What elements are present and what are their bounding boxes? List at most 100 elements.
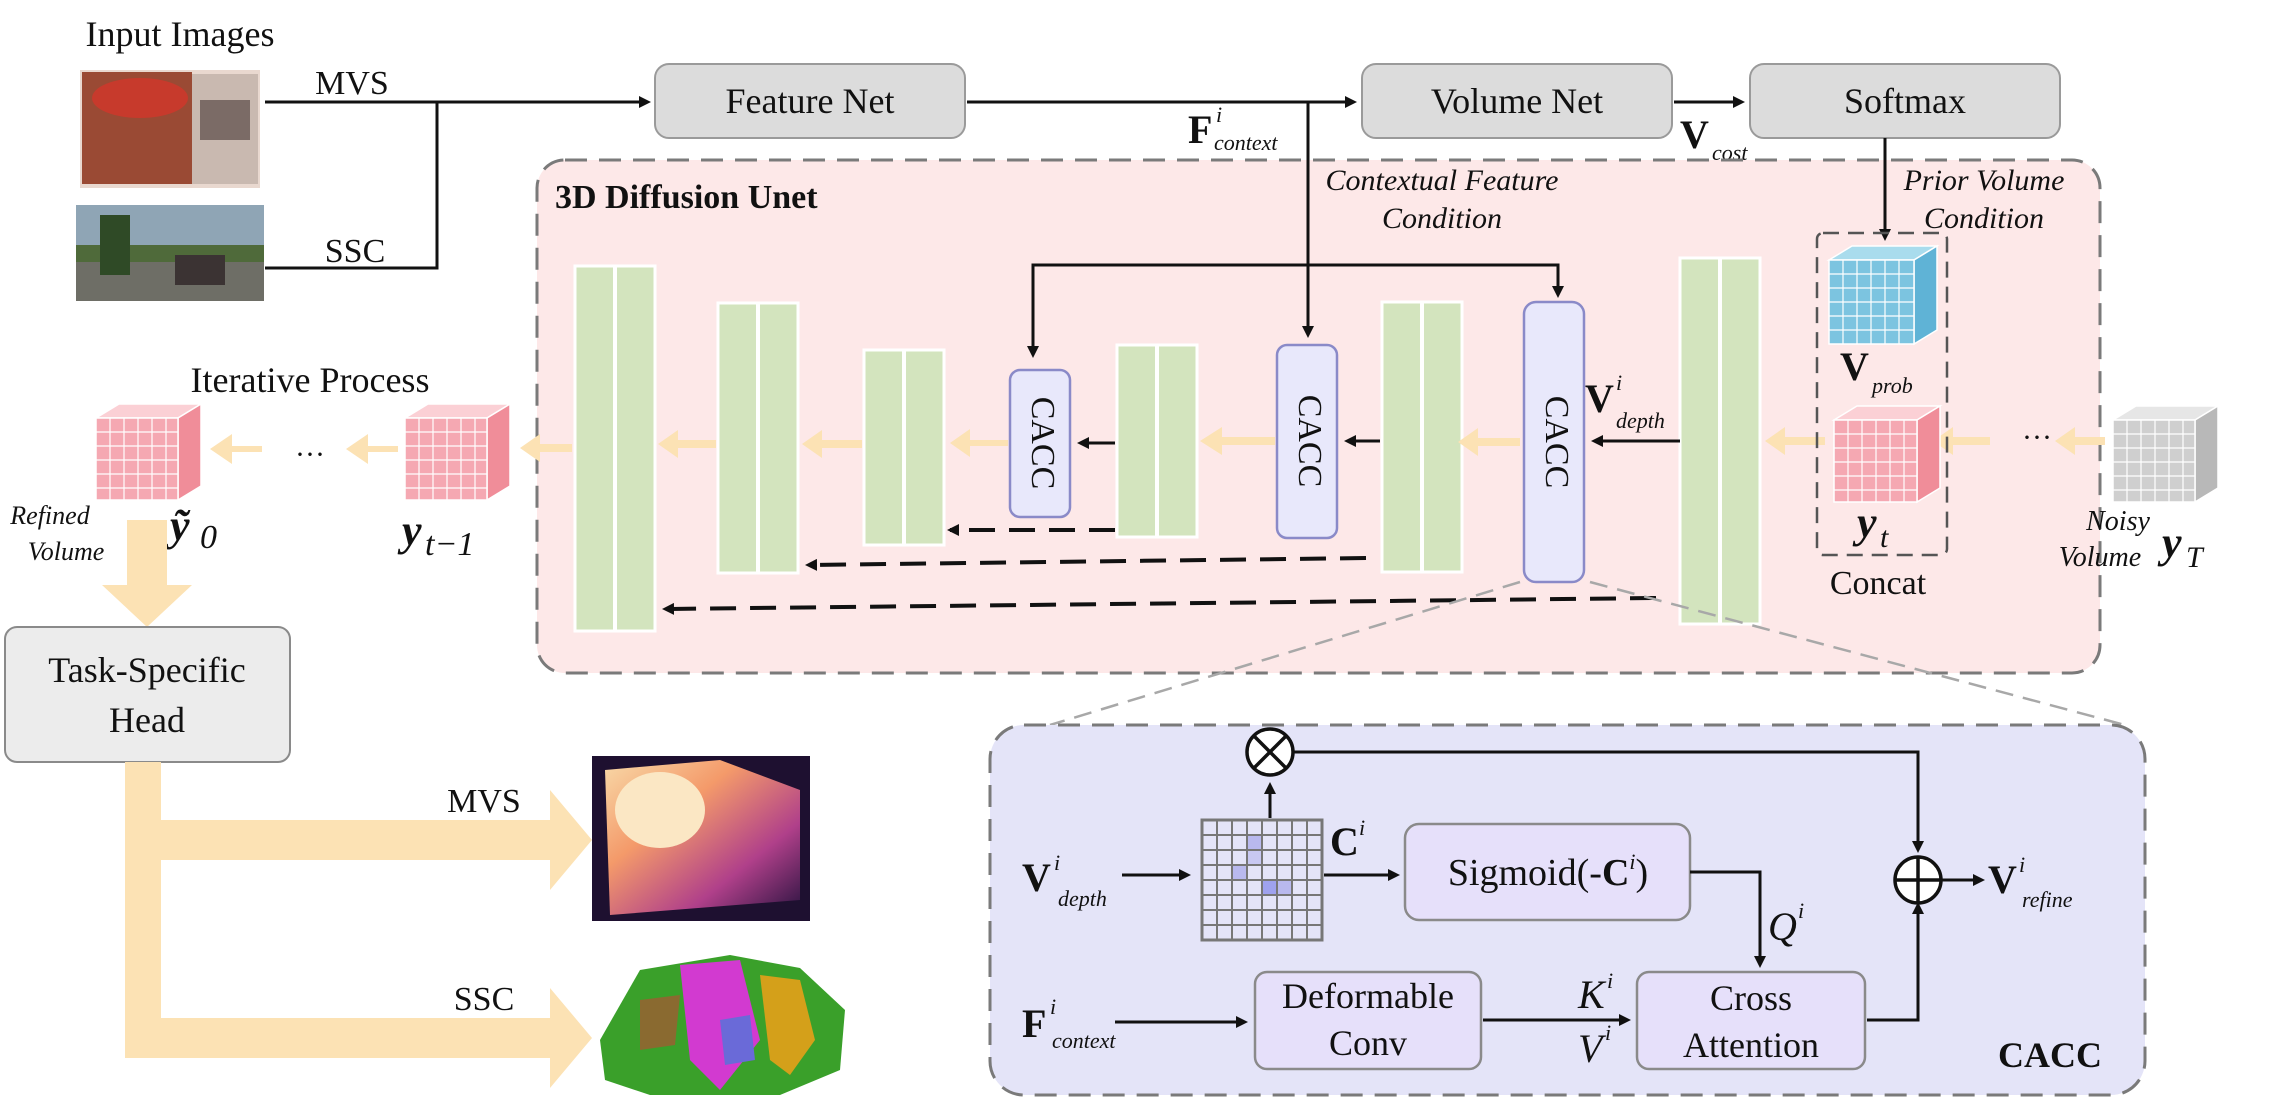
input-images-label: Input Images [86, 14, 275, 54]
cacc-block-2: CACC [1275, 343, 1339, 540]
iterative-process-label: Iterative Process [191, 360, 430, 400]
mvs-input-label: MVS [315, 65, 389, 102]
multiply-to-add [1293, 750, 1924, 853]
y-t-minus-1-cube [402, 402, 513, 502]
contextual-condition-line2: Condition [1382, 202, 1502, 235]
down-arrow-to-head [102, 520, 192, 627]
prior-condition-line2: Condition [1924, 202, 2044, 235]
cacc-v-depth-main: V [1022, 855, 1051, 900]
cacc-detail-title: CACC [1998, 1035, 2102, 1075]
v-refine-main: V [1988, 857, 2017, 902]
y-t-minus-1-sub: t−1 [425, 526, 474, 563]
f-context-main: F [1188, 107, 1212, 152]
cross-line2: Attention [1683, 1025, 1819, 1065]
deformable-line2: Conv [1329, 1023, 1407, 1063]
prior-condition-line1: Prior Volume [1903, 164, 2065, 197]
mvs-output-image [592, 756, 810, 921]
unet-block-4 [1115, 343, 1199, 539]
y-t-minus-1-main: y [397, 506, 422, 555]
y0-main: ỹ [165, 501, 191, 550]
task-specific-head-box: Task-Specific Head [4, 626, 291, 763]
refined-volume-line2: Volume [28, 537, 105, 566]
cacc-block-1: CACC [1008, 368, 1072, 519]
y0-sub: 0 [200, 519, 217, 556]
noisy-volume-line1: Noisy [2085, 506, 2150, 537]
ssc-input-label: SSC [325, 233, 386, 270]
task-head-line1: Task-Specific [48, 650, 245, 690]
v-prob-sub: prob [1870, 373, 1913, 398]
c-i-sup: i [1359, 815, 1365, 840]
cacc-block-3: CACC [1522, 300, 1586, 584]
sigmoid-to-cross-attention [1690, 870, 1766, 968]
y-t-sub: t [1880, 521, 1889, 554]
cacc-v-depth-sub: depth [1058, 886, 1107, 911]
v-cost-main: V [1680, 112, 1709, 157]
y-t-cube [1831, 404, 1943, 504]
cacc-v-depth-sup: i [1054, 850, 1060, 875]
multiply-operator-icon [1245, 727, 1295, 777]
add-operator-icon [1893, 855, 1943, 905]
v-refine-sup: i [2019, 852, 2025, 877]
svg-text:CACC: CACC [1538, 396, 1575, 489]
softmax-label: Softmax [1844, 81, 1966, 121]
softmax-box: Softmax [1749, 63, 2061, 139]
flow-arrows [210, 427, 2105, 464]
cacc-f-context-sub: context [1052, 1028, 1116, 1053]
unet-block-1 [573, 264, 657, 633]
deformable-line1: Deformable [1282, 976, 1454, 1016]
unet-block-5 [1380, 300, 1464, 574]
output-branches [125, 762, 592, 1088]
volume-net-box: Volume Net [1361, 63, 1673, 139]
mvs-output-label: MVS [447, 783, 521, 820]
y-T-sub: T [2186, 541, 2205, 574]
v-depth-sup: i [1616, 370, 1622, 395]
task-head-line2: Head [109, 700, 185, 740]
unet-block-2 [716, 301, 800, 575]
v-prob-main: V [1840, 344, 1869, 389]
y-T-main: y [2157, 518, 2182, 567]
cacc-f-context-sup: i [1050, 994, 1056, 1019]
cross-attention-to-add [1867, 902, 1924, 1022]
v-prob-cube [1826, 244, 1940, 346]
deformable-conv-box: Deformable Conv [1253, 970, 1483, 1071]
ssc-input-image [76, 205, 264, 301]
f-context-sub: context [1214, 130, 1278, 155]
c-matrix-grid [1200, 818, 1324, 942]
skip-dashed-3 [662, 596, 1657, 615]
y-t-main: y [1852, 498, 1877, 547]
feature-net-box: Feature Net [654, 63, 966, 139]
ssc-output-image [600, 955, 845, 1095]
sigmoid-box: Sigmoid(-Ci) [1403, 822, 1692, 922]
ssc-output-label: SSC [454, 981, 515, 1018]
zoom-line-left [1049, 580, 1521, 727]
sigmoid-label: Sigmoid(-Ci) [1448, 849, 1648, 894]
refined-volume-line1: Refined [9, 501, 90, 530]
v-depth-sub: depth [1616, 408, 1665, 433]
noisy-volume-line2: Volume [2059, 542, 2141, 573]
noisy-dots: ··· [2022, 421, 2052, 454]
unet-block-3 [862, 348, 946, 547]
mvs-input-image [80, 70, 260, 188]
svg-text:CACC: CACC [1291, 395, 1328, 488]
v-sup: i [1605, 1020, 1611, 1045]
zoom-line-right [1589, 580, 2126, 727]
svg-text:CACC: CACC [1024, 397, 1061, 490]
f-context-sup: i [1216, 102, 1222, 127]
volume-net-label: Volume Net [1431, 81, 1603, 121]
skip-dashed-2 [805, 556, 1367, 571]
cross-attention-box: Cross Attention [1635, 970, 1867, 1071]
y0-cube [93, 402, 204, 502]
cacc-f-context-main: F [1022, 1001, 1046, 1046]
contextual-condition-line1: Contextual Feature [1326, 164, 1559, 197]
iterative-dots: ··· [295, 438, 325, 471]
k-sup: i [1607, 968, 1613, 993]
v-depth-main: V [1585, 376, 1614, 421]
v-main: V [1578, 1026, 1607, 1071]
cross-line1: Cross [1710, 978, 1792, 1018]
concat-label: Concat [1830, 565, 1927, 602]
q-main: Q [1768, 904, 1797, 949]
diffusion-unet-title: 3D Diffusion Unet [555, 179, 818, 216]
unet-block-6 [1678, 256, 1762, 626]
k-main: K [1577, 972, 1607, 1017]
